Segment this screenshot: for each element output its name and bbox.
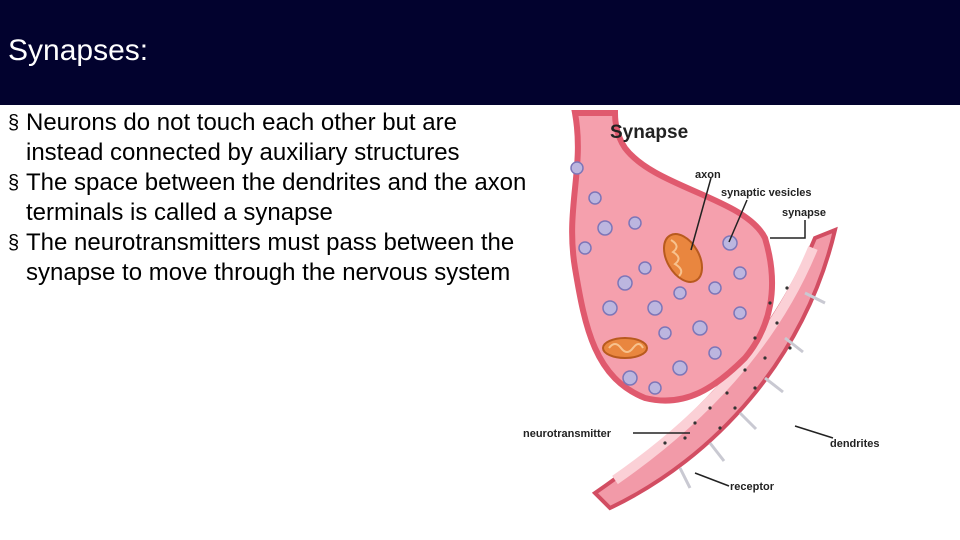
receptor-label: receptor	[730, 481, 775, 493]
synaptic-vesicles	[570, 161, 747, 395]
slide-title: Synapses:	[8, 34, 149, 67]
synaptic-vesicles-label: synaptic vesicles	[721, 187, 812, 199]
receptor-spikes	[678, 291, 826, 489]
diagram-title: Synapse	[610, 122, 688, 143]
dendrite-inner	[612, 246, 818, 485]
leader-lines	[633, 177, 834, 487]
bullet-list: Neurons do not touch each other but are …	[8, 108, 538, 288]
neurotransmitter-label: neurotransmitter	[523, 428, 612, 440]
bullet-item: The space between the dendrites and the …	[8, 168, 538, 228]
neurotransmitter-dots	[663, 286, 792, 445]
axon-label: axon	[695, 169, 721, 181]
synapse-diagram: Synapse axon synaptic vesicles synapse n…	[523, 110, 880, 511]
bullet-item: The neurotransmitters must pass between …	[8, 228, 538, 288]
title-bar: Synapses:	[0, 0, 960, 105]
synapse-label: synapse	[782, 207, 826, 219]
dendrites-label: dendrites	[830, 438, 880, 450]
bullet-item: Neurons do not touch each other but are …	[8, 108, 538, 168]
